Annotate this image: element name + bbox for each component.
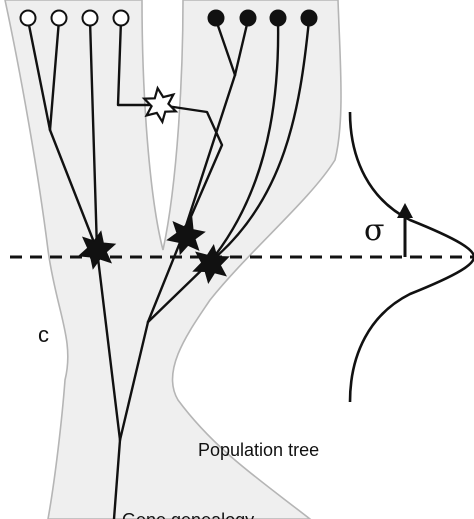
open-circle-icon: [81, 9, 99, 27]
normal-distribution-curve: [348, 111, 474, 403]
genealogy-branch: [118, 320, 150, 442]
genealogy-branch: [48, 128, 99, 252]
filled-sample-tips: [207, 9, 318, 27]
genealogy-branch: [95, 248, 122, 442]
filled-circle-icon: [269, 9, 287, 27]
open-circle-icon: [112, 9, 130, 27]
c-label: c: [38, 322, 49, 347]
gene-genealogy: [26, 18, 311, 519]
genealogy-branch: [26, 18, 52, 132]
genealogy-branch: [116, 18, 224, 237]
genealogy-branch: [214, 18, 237, 77]
genealogy-branch: [233, 18, 250, 77]
genealogy-branch: [208, 18, 280, 264]
open-circle-icon: [50, 9, 68, 27]
filled-circle-icon: [207, 9, 225, 27]
filled-circle-icon: [239, 9, 257, 27]
genealogy-root: [112, 438, 122, 519]
gene-genealogy-label: Gene genealogy: [122, 510, 254, 519]
open-sample-tips: [19, 9, 130, 27]
filled-circle-icon: [300, 9, 318, 27]
filled-star-icon: [77, 230, 117, 270]
filled-star-icon: [166, 216, 206, 256]
genealogy-branch: [48, 18, 61, 132]
coalescent-stars: [77, 216, 230, 285]
genealogy-branch: [208, 18, 311, 264]
genealogy-branch: [146, 233, 185, 324]
genealogy-branch: [146, 260, 212, 324]
open-star-icon: [141, 85, 179, 125]
arrow-up-icon: [397, 203, 413, 218]
population-tree-label: Population tree: [198, 440, 319, 460]
genealogy-branch: [88, 18, 99, 252]
open-circle-icon: [19, 9, 37, 27]
filled-star-icon: [192, 243, 230, 285]
sigma-label: σ: [364, 213, 384, 248]
genealogy-branch: [181, 73, 237, 237]
